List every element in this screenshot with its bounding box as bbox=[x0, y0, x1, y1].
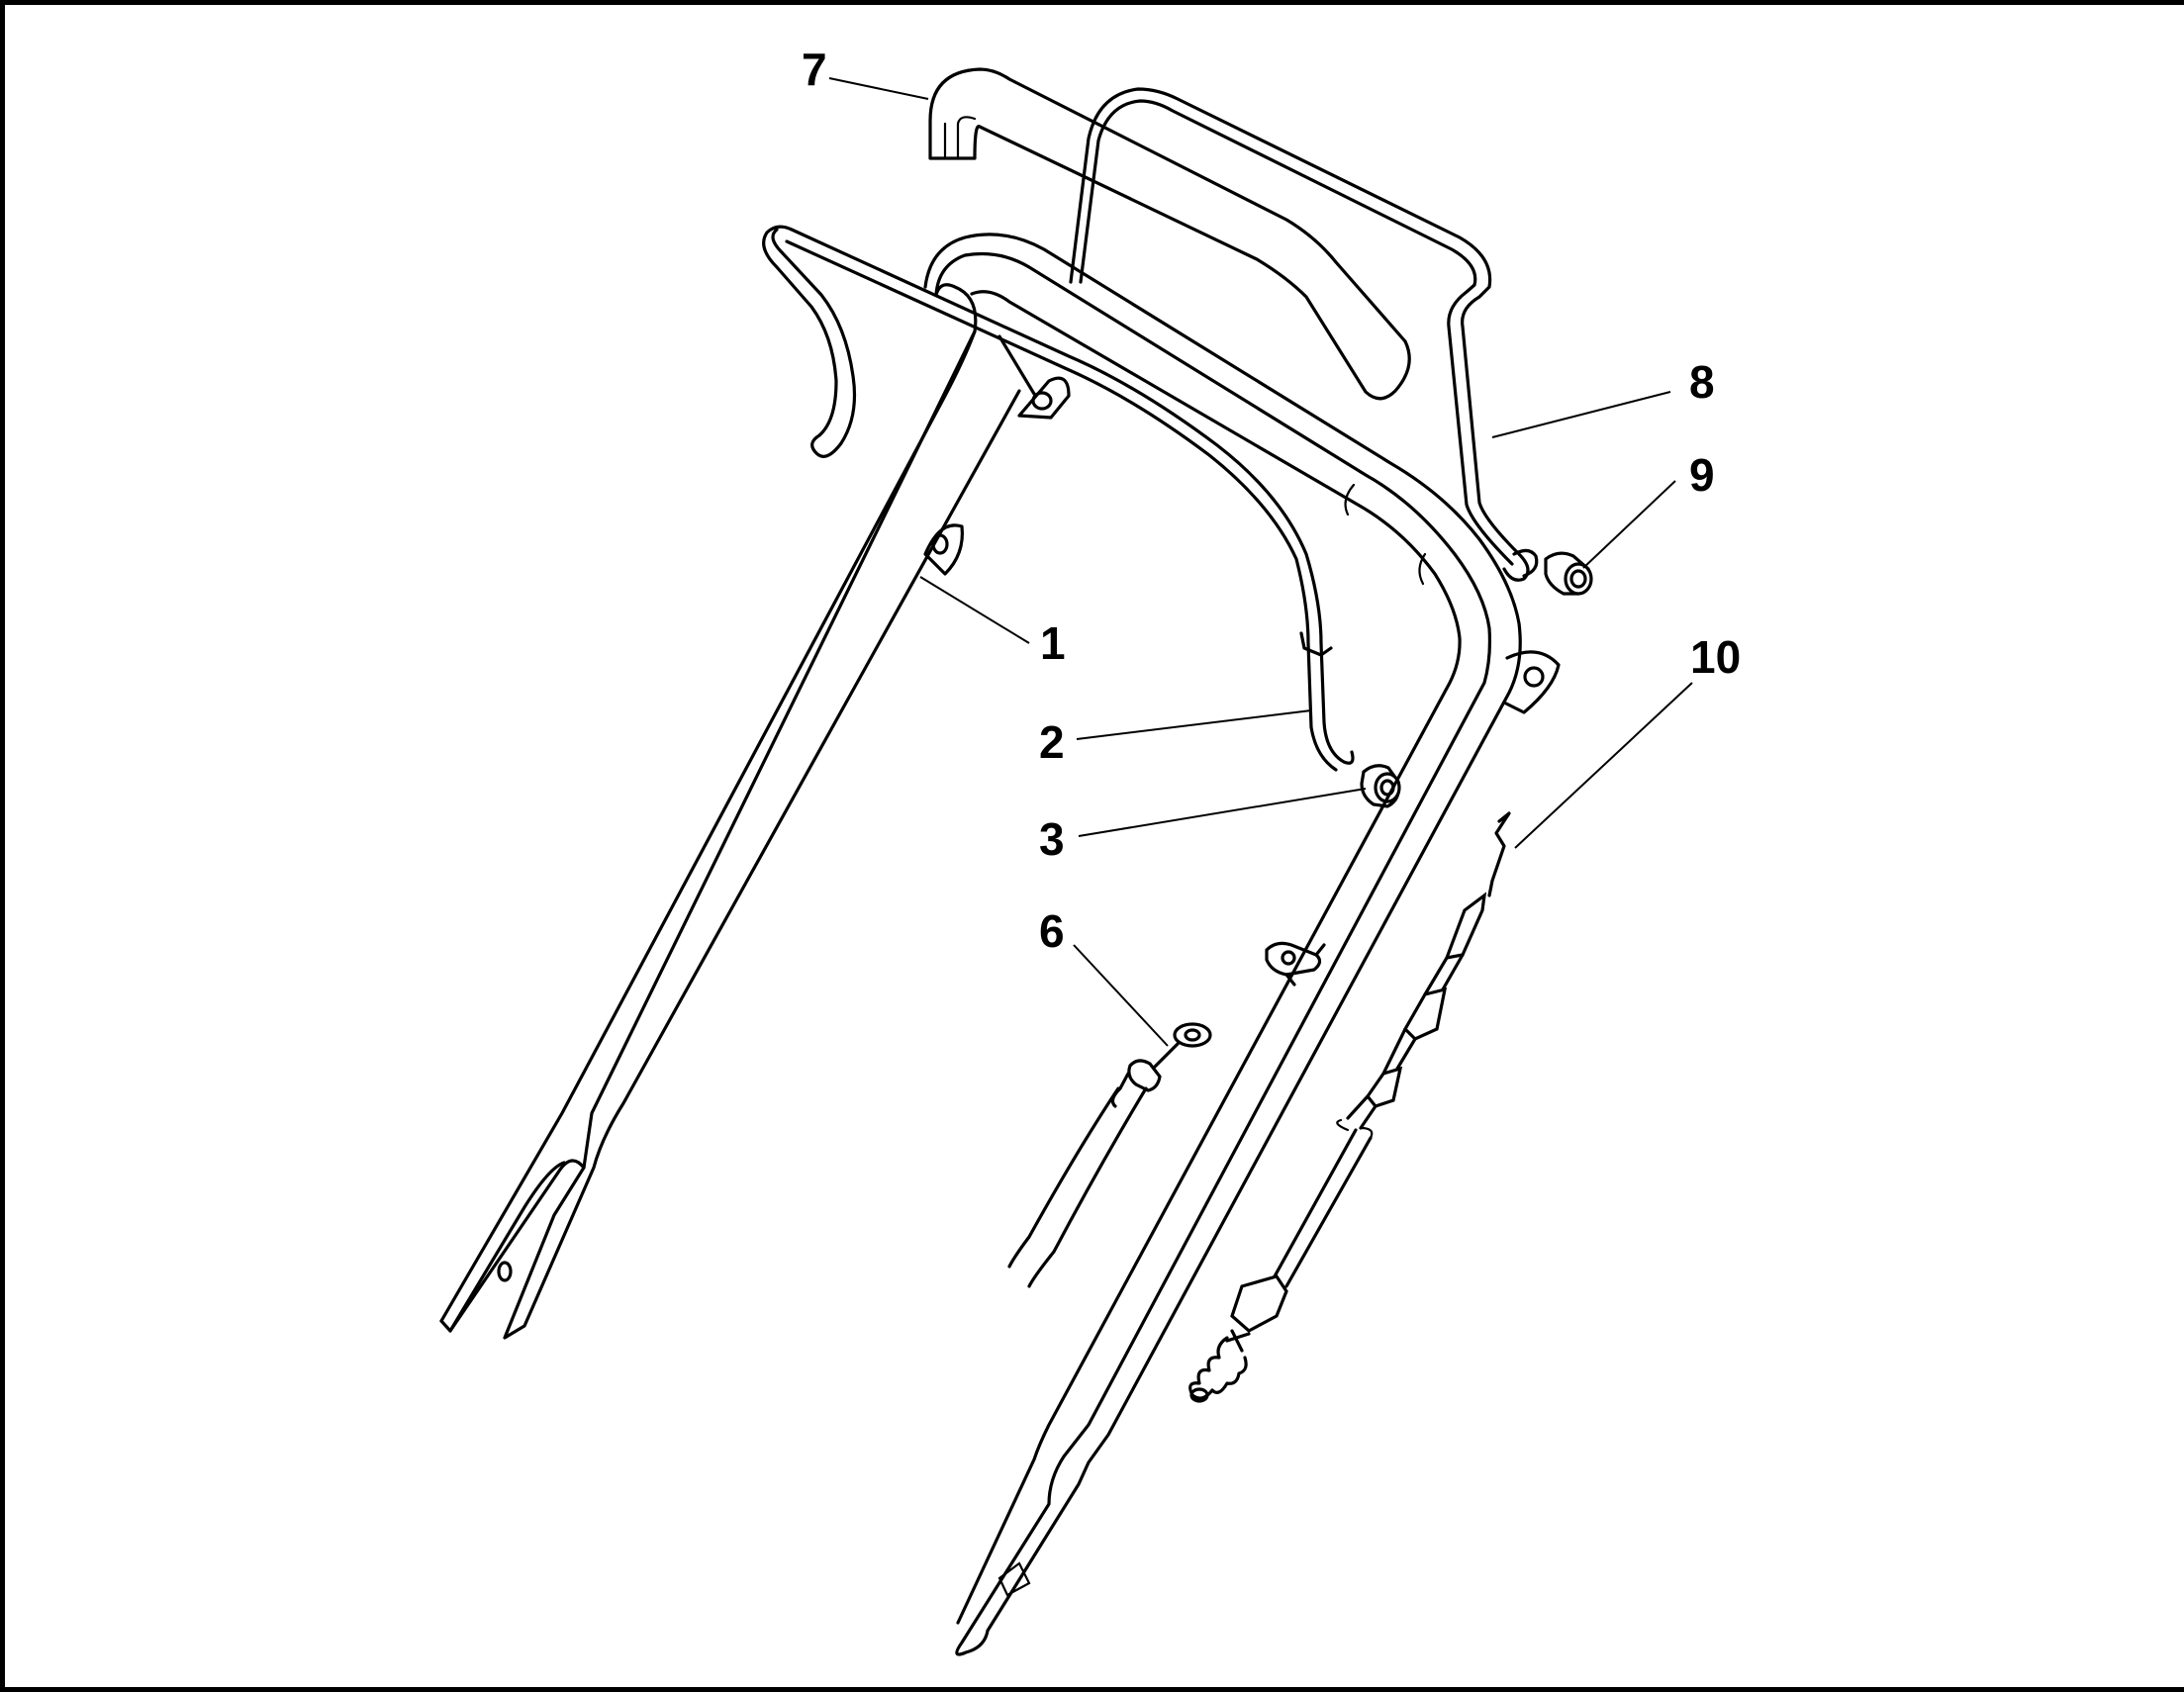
callout-2: 2 bbox=[1039, 716, 1065, 768]
callout-1: 1 bbox=[1040, 617, 1066, 669]
part-7-upper-handle bbox=[928, 67, 1411, 401]
part-10-control-cable bbox=[1188, 811, 1511, 1403]
leader-lines bbox=[828, 77, 1693, 1047]
part-6-cable bbox=[1007, 1022, 1212, 1288]
part-9-bushing bbox=[1544, 551, 1593, 596]
callout-10: 10 bbox=[1690, 631, 1741, 683]
part-2-control-lever bbox=[762, 225, 1355, 772]
callout-8: 8 bbox=[1689, 356, 1715, 408]
callout-6: 6 bbox=[1039, 905, 1065, 957]
part-8-bail-bar bbox=[1069, 87, 1539, 582]
callout-9: 9 bbox=[1689, 449, 1715, 501]
callout-3: 3 bbox=[1039, 813, 1065, 865]
part-1-lower-handle bbox=[439, 233, 1561, 1656]
callout-7: 7 bbox=[802, 44, 827, 95]
callout-labels: 7 8 9 10 1 2 3 6 bbox=[802, 44, 1741, 957]
